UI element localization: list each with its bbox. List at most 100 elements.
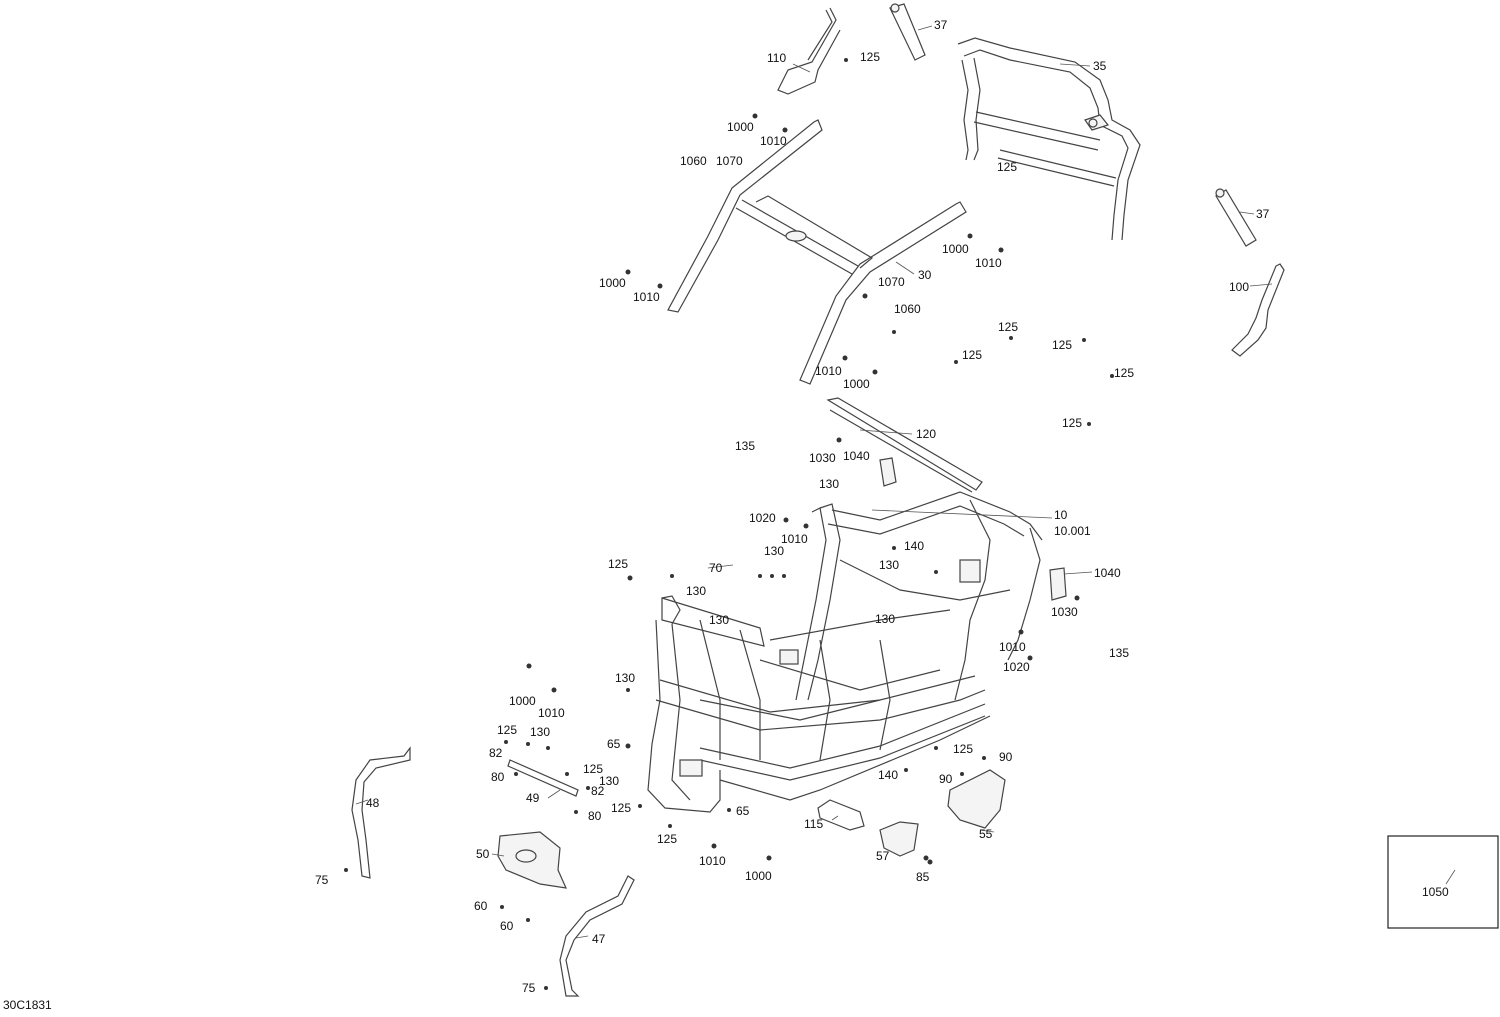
bracket-57 — [879, 821, 919, 857]
front-roll-cage-30 — [667, 119, 967, 385]
callout-82-b: 82 — [591, 784, 605, 798]
front-bar-47 — [559, 875, 635, 997]
callout-125-b: 125 — [997, 160, 1017, 174]
plate-50 — [497, 831, 567, 889]
callout-115: 115 — [804, 817, 823, 831]
callout-57: 57 — [876, 849, 890, 863]
grab-handle-100 — [1231, 263, 1285, 357]
callout-90-b: 90 — [939, 772, 953, 786]
callout-labels: 37 110 125 35 1000 1010 1060 1070 125 37… — [315, 18, 1270, 995]
callout-110: 110 — [767, 51, 786, 65]
fasteners — [344, 58, 1456, 990]
callout-85: 85 — [916, 870, 930, 884]
callout-75-b: 75 — [522, 981, 536, 995]
callout-1010-c: 1010 — [633, 290, 660, 304]
callout-100: 100 — [1229, 280, 1249, 294]
callout-1010-e: 1010 — [781, 532, 808, 546]
callout-140-b: 140 — [878, 768, 898, 782]
upper-post-37-right — [1215, 188, 1257, 247]
callout-1020-a: 1020 — [749, 511, 776, 525]
callout-120: 120 — [916, 427, 936, 441]
callout-1030-a: 1030 — [809, 451, 836, 465]
callout-1010-d: 1010 — [815, 364, 842, 378]
callout-125-e: 125 — [962, 348, 982, 362]
callout-1000-d: 1000 — [843, 377, 870, 391]
callout-1000-b: 1000 — [942, 242, 969, 256]
callout-130-c: 130 — [879, 558, 899, 572]
inset-box-1050: 1050 — [1387, 835, 1499, 929]
bracket-115 — [817, 799, 865, 831]
crossbar-120 — [826, 397, 983, 493]
callout-125-c: 125 — [998, 320, 1018, 334]
callout-125-i: 125 — [497, 723, 517, 737]
callout-10: 10 — [1054, 508, 1068, 522]
callout-130-i: 130 — [599, 774, 619, 788]
callout-130-f: 130 — [875, 612, 895, 626]
callout-1060-a: 1060 — [680, 154, 707, 168]
drawing-code: 30C1831 — [3, 998, 52, 1012]
callout-130-h: 130 — [530, 725, 550, 739]
callout-65-b: 65 — [736, 804, 750, 818]
callout-125-a: 125 — [860, 50, 880, 64]
callout-1020-b: 1020 — [1003, 660, 1030, 674]
grab-handle-110 — [777, 7, 841, 95]
callout-130-a: 130 — [819, 477, 839, 491]
callout-135-b: 135 — [1109, 646, 1129, 660]
callout-65-a: 65 — [607, 737, 621, 751]
callout-47: 47 — [592, 932, 606, 946]
callout-30: 30 — [918, 268, 932, 282]
callout-1030-b: 1030 — [1051, 605, 1078, 619]
callout-125-h: 125 — [608, 557, 628, 571]
front-bar-48 — [351, 746, 411, 879]
rear-roll-cage-35 — [957, 37, 1141, 241]
bracket-1040-upper — [879, 457, 897, 487]
bracket-55 — [947, 769, 1006, 829]
callout-60-b: 60 — [500, 919, 514, 933]
callout-135-a: 135 — [735, 439, 755, 453]
callout-1070-a: 1070 — [716, 154, 743, 168]
callout-1040-b: 1040 — [1094, 566, 1121, 580]
callout-130-g: 130 — [615, 671, 635, 685]
callout-1000-c: 1000 — [599, 276, 626, 290]
callout-37-right: 37 — [1256, 207, 1270, 221]
callout-130-b: 130 — [764, 544, 784, 558]
callout-1000-f: 1000 — [745, 869, 772, 883]
callout-90-a: 90 — [999, 750, 1013, 764]
callout-80-b: 80 — [588, 809, 602, 823]
callout-1040-a: 1040 — [843, 449, 870, 463]
callout-49: 49 — [526, 791, 540, 805]
callout-1000-e: 1000 — [509, 694, 536, 708]
bar-49 — [507, 759, 579, 797]
callout-55: 55 — [979, 827, 993, 841]
callout-60-a: 60 — [474, 899, 488, 913]
callout-130-d: 130 — [686, 584, 706, 598]
callout-82-a: 82 — [489, 746, 503, 760]
callout-125-g: 125 — [1062, 416, 1082, 430]
upper-post-37-top — [889, 3, 926, 61]
callout-75-a: 75 — [315, 873, 329, 887]
callout-1010-a: 1010 — [760, 134, 787, 148]
leader-lines — [355, 25, 1273, 939]
callout-130-e: 130 — [709, 613, 729, 627]
callout-125-j: 125 — [953, 742, 973, 756]
main-frame-10 — [647, 491, 1043, 813]
callout-125-k: 125 — [583, 762, 603, 776]
callout-50: 50 — [476, 847, 490, 861]
callout-125-l: 125 — [611, 801, 631, 815]
callout-1000-a: 1000 — [727, 120, 754, 134]
callout-80-a: 80 — [491, 770, 505, 784]
callout-125-m: 125 — [657, 832, 677, 846]
callout-125-d: 125 — [1052, 338, 1072, 352]
inset-label-1050: 1050 — [1422, 885, 1449, 899]
callout-10-001: 10.001 — [1054, 524, 1091, 538]
bracket-1040-right — [1049, 567, 1067, 601]
callout-125-f: 125 — [1114, 366, 1134, 380]
callout-1010-g: 1010 — [538, 706, 565, 720]
callout-1010-b: 1010 — [975, 256, 1002, 270]
callout-140-a: 140 — [904, 539, 924, 553]
callout-1010-h: 1010 — [699, 854, 726, 868]
callout-35: 35 — [1093, 59, 1107, 73]
callout-37-top: 37 — [934, 18, 948, 32]
callout-48: 48 — [366, 796, 380, 810]
